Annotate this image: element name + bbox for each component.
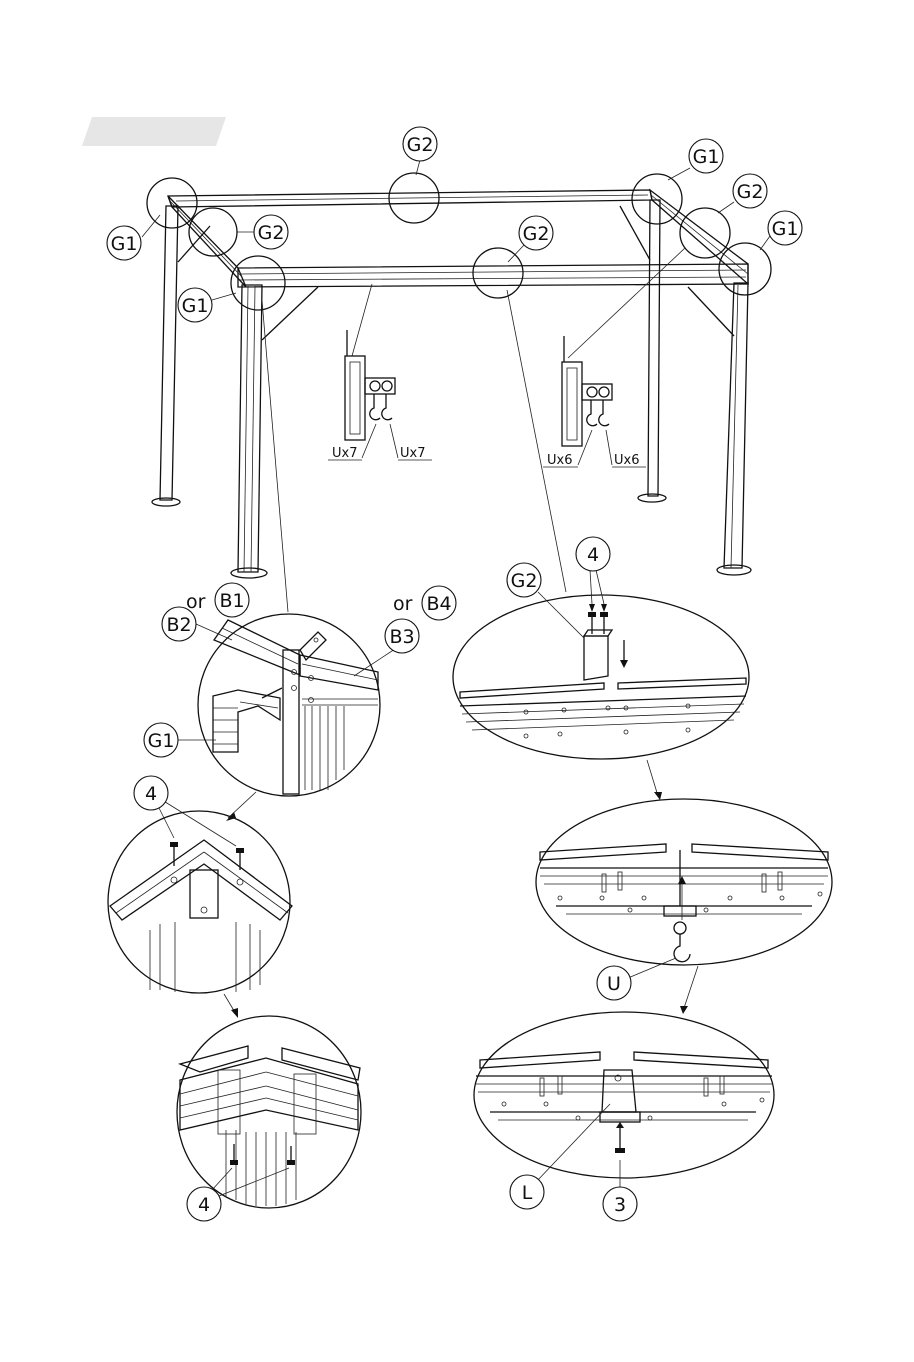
label-g2-back-center: G2: [403, 127, 437, 161]
g2-text: G2: [258, 222, 285, 244]
beam-detail-g2: 4 G2: [453, 537, 749, 759]
g1-text: G1: [182, 295, 209, 317]
g1-text: G1: [111, 233, 138, 255]
g1-text: G1: [148, 730, 175, 752]
b2-text: B2: [166, 614, 191, 636]
ux7-text: Ux7: [332, 446, 357, 461]
b4-text: B4: [426, 593, 451, 615]
b3-text: B3: [389, 626, 414, 648]
arrow-g2-to-hook: [647, 760, 658, 796]
label-g1-back-left: G1: [107, 226, 141, 260]
label-g2-front-center: G2: [519, 216, 553, 250]
g2-text: G2: [511, 570, 538, 592]
final-detail: L 3: [474, 1012, 774, 1221]
step-tab: [82, 117, 226, 146]
g2-text: G2: [737, 181, 764, 203]
leader-to-beam-detail: [507, 290, 566, 592]
arrow-hook-to-final: [684, 966, 698, 1008]
bottom-left-detail: 4: [177, 1016, 361, 1221]
label-g1-back-right: G1: [689, 139, 723, 173]
l-text: L: [522, 1182, 533, 1204]
ux6-text: Ux6: [614, 453, 639, 468]
label-g2-left: G2: [254, 215, 288, 249]
ux6-text: Ux6: [547, 453, 572, 468]
four-text: 4: [145, 783, 157, 805]
u-text: U: [607, 973, 621, 995]
screw-detail-left: 4: [108, 776, 292, 993]
gazebo-frame: [147, 173, 771, 578]
g2-text: G2: [523, 223, 550, 245]
frame-labels: G1 G2 G1 G2 G2 G1 G2 G1: [107, 127, 802, 322]
corner-detail: [198, 614, 380, 796]
four-text: 4: [198, 1194, 210, 1216]
three-text: 3: [614, 1194, 626, 1216]
four-text: 4: [587, 544, 599, 566]
hook-detail-left: Ux7 Ux7: [328, 284, 432, 461]
hook-detail-right: Ux6 Ux6: [543, 248, 685, 468]
g1-text: G1: [693, 146, 720, 168]
ux7-text: Ux7: [400, 446, 425, 461]
g1-text: G1: [772, 218, 799, 240]
g2-text: G2: [407, 134, 434, 156]
leader-to-corner-detail: [262, 300, 288, 612]
label-g2-right: G2: [733, 174, 767, 208]
b1-text: B1: [219, 590, 244, 612]
hook-install-detail: U: [536, 799, 832, 1000]
label-g1-front-left: G1: [178, 288, 212, 322]
or-text: or: [393, 593, 413, 615]
label-g1-front-right: G1: [768, 211, 802, 245]
